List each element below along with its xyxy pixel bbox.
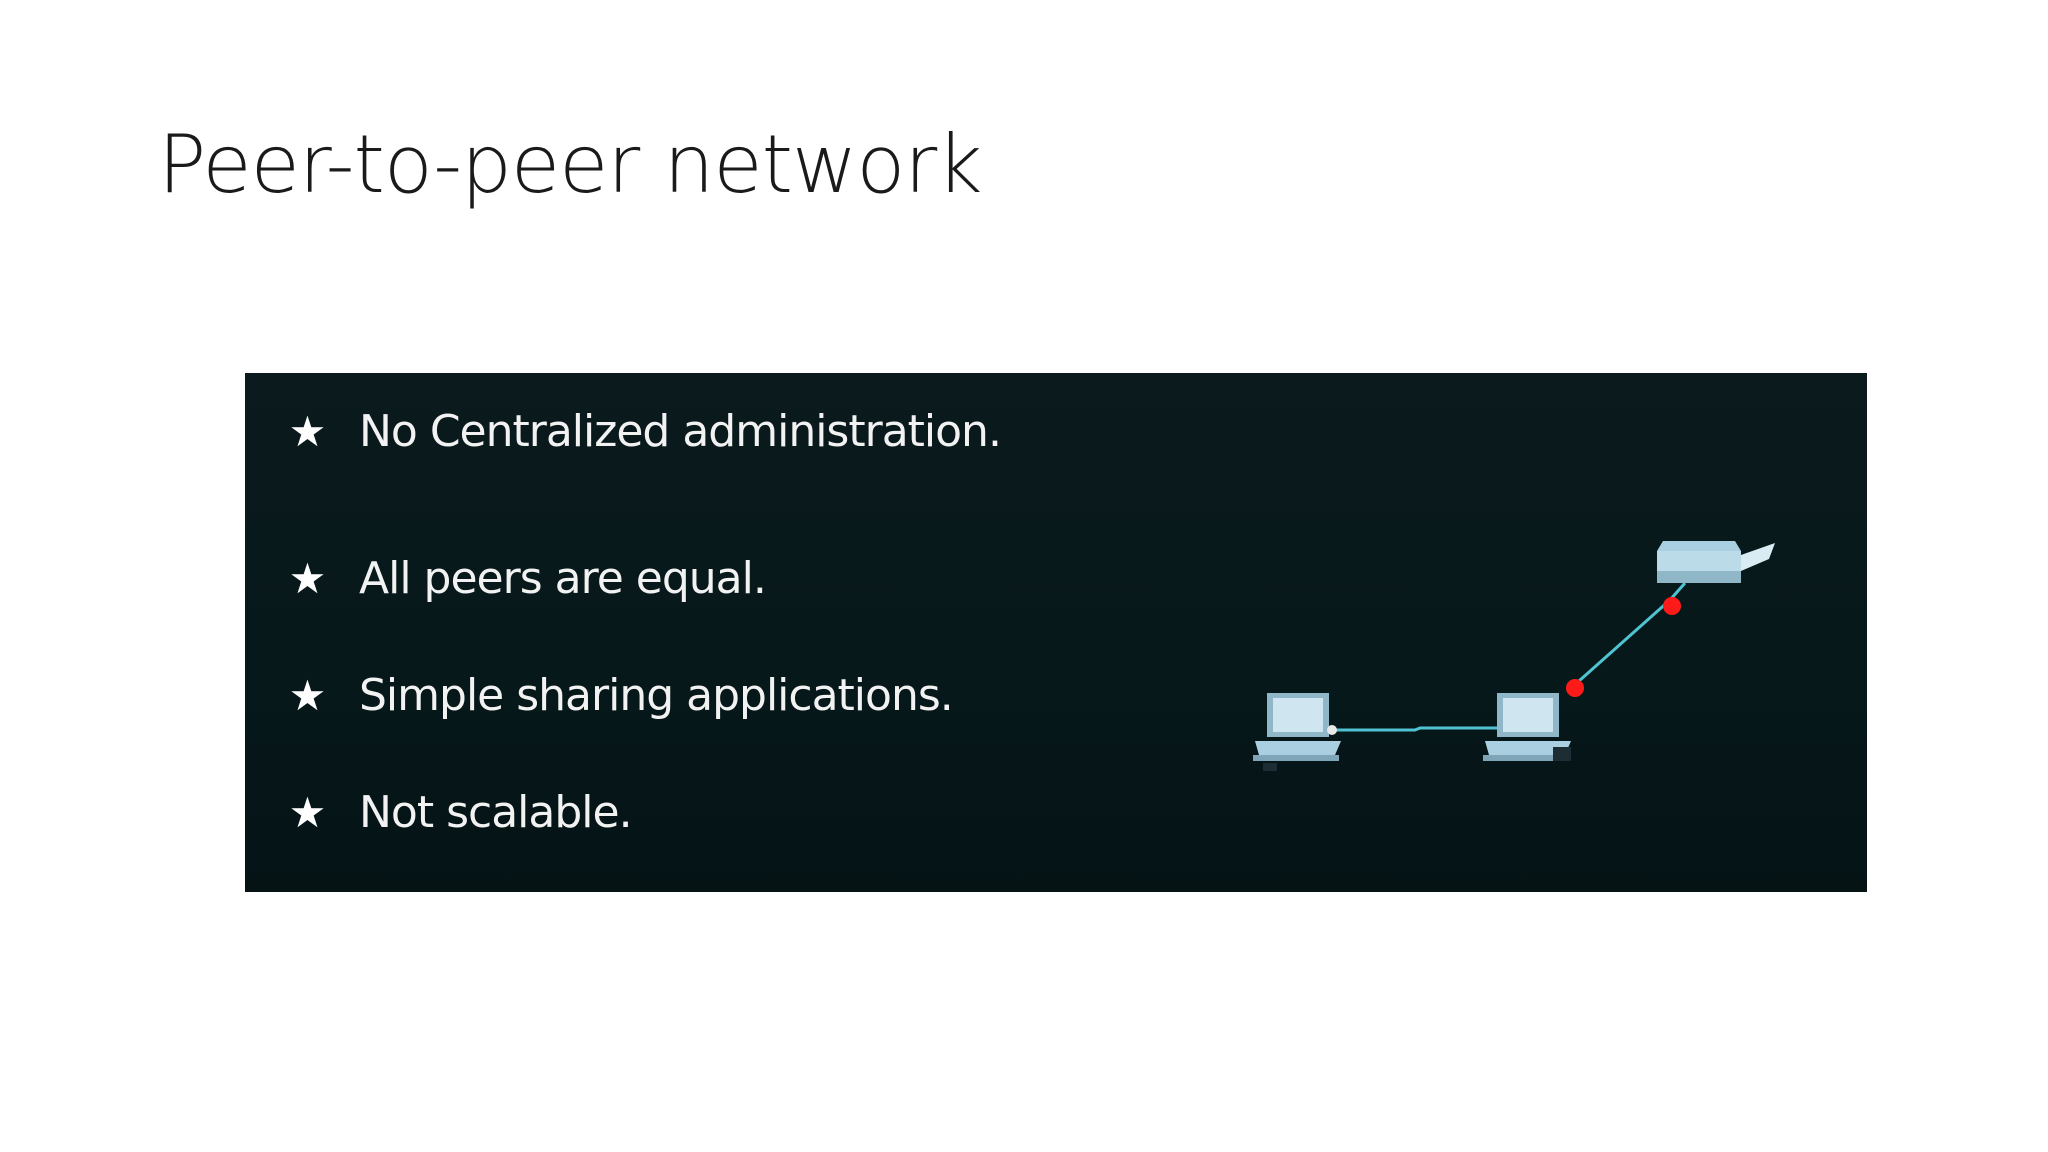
star-icon: ★	[288, 788, 327, 837]
star-icon: ★	[288, 406, 327, 456]
cursor-dot	[1327, 725, 1337, 735]
printer-icon	[1657, 541, 1775, 583]
network-diagram	[1253, 541, 1775, 771]
bullet-text: Simple sharing applications.	[359, 670, 954, 721]
laptop-icon	[1253, 693, 1341, 771]
star-icon: ★	[288, 671, 327, 720]
star-icon: ★	[288, 554, 327, 603]
list-item: ★ Not scalable.	[275, 754, 1001, 871]
list-item: ★ No Centralized administration.	[275, 403, 1002, 459]
content-panel: ★ No Centralized administration. ★ All p…	[245, 373, 1867, 892]
bullet-text: All peers are equal.	[359, 553, 767, 604]
list-item: ★ Simple sharing applications.	[275, 637, 1001, 754]
list-item: ★ All peers are equal.	[275, 520, 1001, 637]
laptop-icon	[1483, 693, 1571, 761]
link-laptop-to-laptop	[1330, 726, 1497, 732]
bullet-text: Not scalable.	[359, 787, 633, 838]
signal-dot	[1663, 597, 1681, 615]
bullet-list: ★ No Centralized administration. ★ All p…	[275, 403, 1002, 871]
signal-dot	[1566, 679, 1584, 697]
slide-title: Peer-to-peer network	[158, 118, 983, 211]
bullet-text: No Centralized administration.	[359, 405, 1002, 457]
